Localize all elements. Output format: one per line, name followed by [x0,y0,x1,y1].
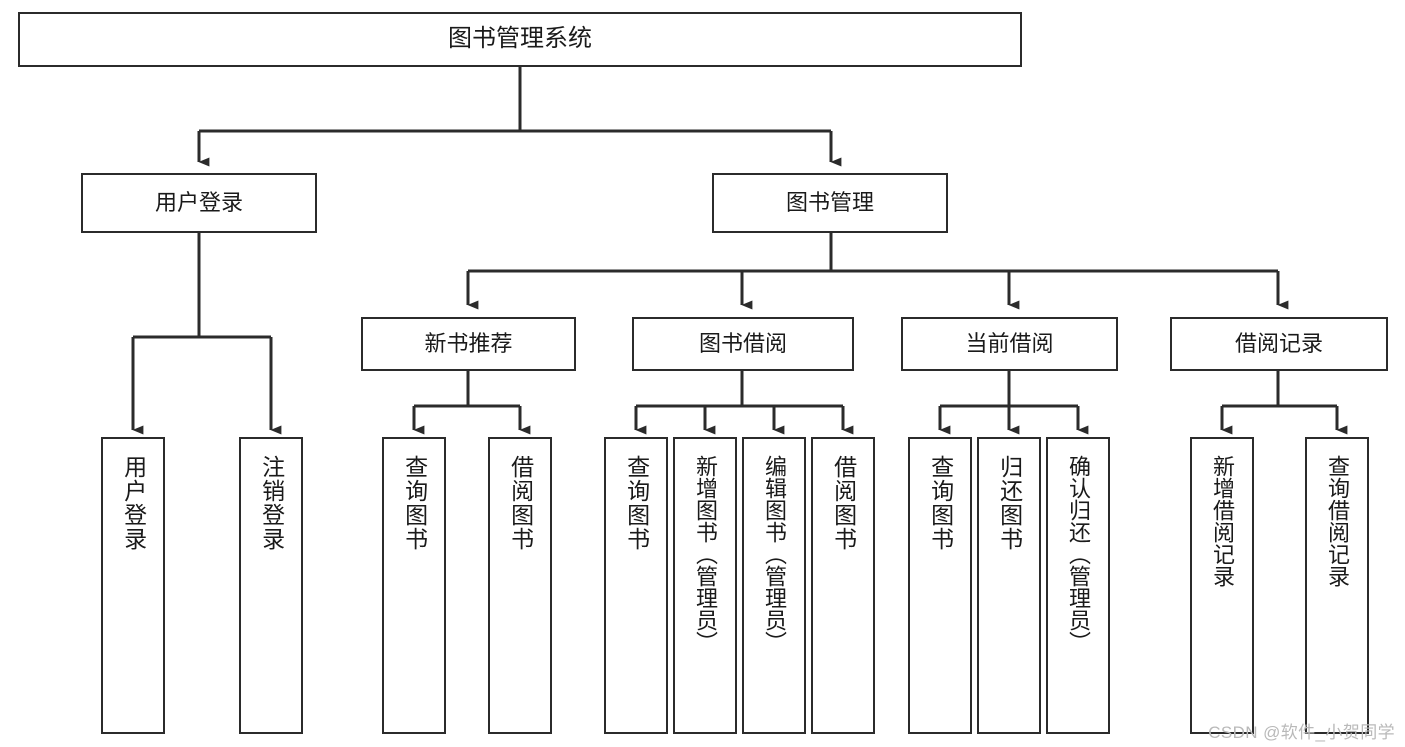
csdn-watermark: CSDN @软件_小贺同学 [1208,723,1395,742]
node-label: 借阅图书 [507,455,534,551]
node-label: 当前借阅 [965,330,1054,356]
node-label: 确认归还（管理员） [1065,455,1091,653]
node-label: 图书管理 [785,189,874,215]
node-label: 图书管理系统 [448,25,592,53]
node-label: 图书借阅 [698,330,787,356]
node-label: 借阅图书 [830,455,857,551]
node-user-login[interactable]: 用户登录 [81,173,317,233]
node-leaf-current-borrow-confirm-return[interactable]: 确认归还（管理员） [1046,437,1110,734]
node-label: 查询图书 [401,455,428,551]
node-leaf-new-book-borrow[interactable]: 借阅图书 [488,437,552,734]
node-book-borrow[interactable]: 图书借阅 [632,317,854,371]
node-leaf-book-borrow-add[interactable]: 新增图书（管理员） [673,437,737,734]
node-label: 新增图书（管理员） [692,455,718,653]
node-borrow-record[interactable]: 借阅记录 [1170,317,1388,371]
node-leaf-book-borrow-borrow[interactable]: 借阅图书 [811,437,875,734]
node-label: 新增借阅记录 [1209,455,1235,587]
node-label: 用户登录 [120,455,147,551]
node-leaf-new-book-query[interactable]: 查询图书 [382,437,446,734]
node-label: 归还图书 [996,455,1023,551]
node-new-book-recommend[interactable]: 新书推荐 [361,317,576,371]
node-label: 查询图书 [623,455,650,551]
node-label: 查询图书 [927,455,954,551]
node-book-management[interactable]: 图书管理 [712,173,948,233]
node-label: 新书推荐 [424,330,513,356]
node-label: 查询借阅记录 [1324,455,1350,587]
node-label: 借阅记录 [1234,330,1323,356]
node-label: 注销登录 [258,455,285,551]
node-leaf-book-borrow-edit[interactable]: 编辑图书（管理员） [742,437,806,734]
node-leaf-user-login-signin[interactable]: 用户登录 [101,437,165,734]
node-label: 编辑图书（管理员） [761,455,787,653]
node-leaf-current-borrow-query[interactable]: 查询图书 [908,437,972,734]
node-root-book-management-system[interactable]: 图书管理系统 [18,12,1022,67]
node-leaf-user-login-signout[interactable]: 注销登录 [239,437,303,734]
node-leaf-borrow-record-add[interactable]: 新增借阅记录 [1190,437,1254,734]
node-leaf-book-borrow-query[interactable]: 查询图书 [604,437,668,734]
node-leaf-borrow-record-query[interactable]: 查询借阅记录 [1305,437,1369,734]
node-leaf-current-borrow-return[interactable]: 归还图书 [977,437,1041,734]
node-label: 用户登录 [154,189,243,215]
node-current-borrow[interactable]: 当前借阅 [901,317,1118,371]
